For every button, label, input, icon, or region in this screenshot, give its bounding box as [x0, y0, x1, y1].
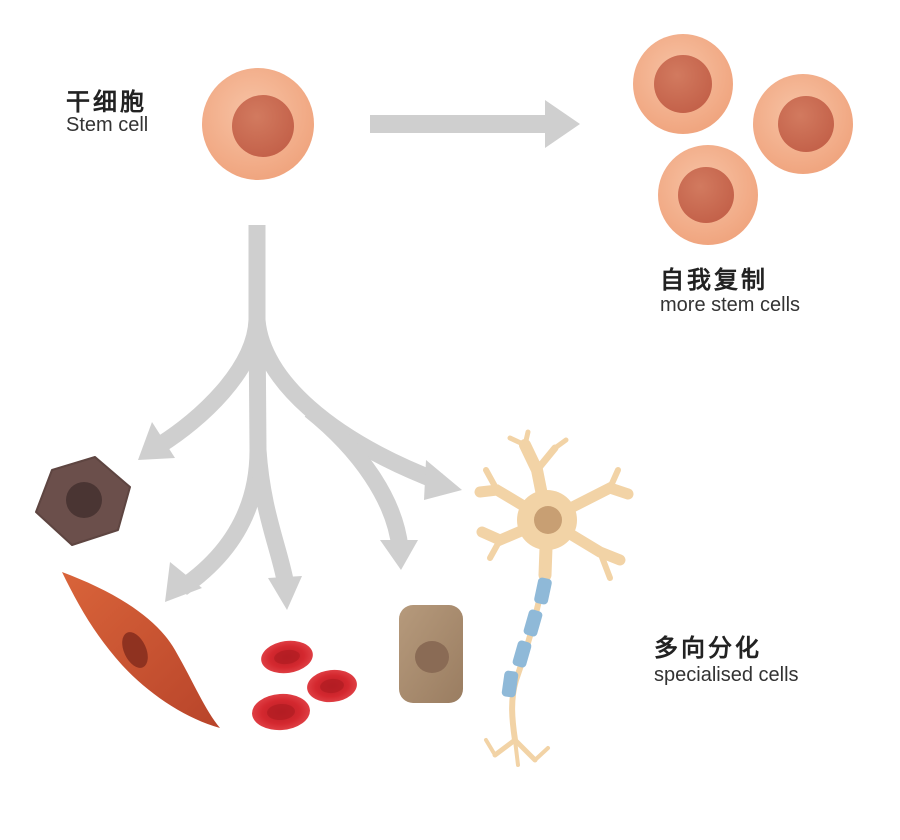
arrow-head-icon [424, 460, 462, 500]
arrow-heads [138, 422, 462, 610]
branch-to-epithelial [155, 225, 266, 453]
branch-to-rbc [249, 449, 294, 582]
tan-cell-icon [399, 605, 463, 703]
stem-cell-icon [633, 34, 733, 134]
red-blood-cells [252, 640, 357, 731]
stem-cell-icon [202, 68, 314, 180]
stem-cell-icon [658, 145, 758, 245]
epithelial-cell-icon [35, 456, 131, 546]
red-blood-cell-icon [252, 693, 310, 731]
arrow-head-icon [165, 562, 202, 602]
differentiation-label-en: specialised cells [654, 664, 799, 686]
muscle-cell-icon [62, 572, 220, 728]
branch-to-tan-cell [304, 403, 409, 550]
new-stem-cells [633, 34, 853, 245]
differentiation-label-zh: 多向分化 [654, 634, 762, 662]
neuron-icon [474, 429, 634, 767]
stem-cell-label-en: Stem cell [66, 114, 149, 136]
red-blood-cell-icon [261, 640, 313, 674]
myelin-sheath [501, 577, 552, 698]
self-renewal-arrow [370, 100, 580, 148]
stem-cell-icon [753, 74, 853, 174]
self-renewal-label-zh: 自我复制 [660, 266, 768, 294]
arrow-head-icon [138, 422, 175, 460]
arrow-head-icon [380, 540, 418, 570]
self-renewal-label-en: more stem cells [660, 294, 801, 316]
arrow-right-icon [370, 100, 580, 148]
arrow-head-icon [268, 576, 302, 610]
stem-cell-label-zh: 干细胞 [66, 88, 147, 116]
red-blood-cell-icon [307, 669, 357, 703]
differentiation-arrows [155, 225, 444, 596]
